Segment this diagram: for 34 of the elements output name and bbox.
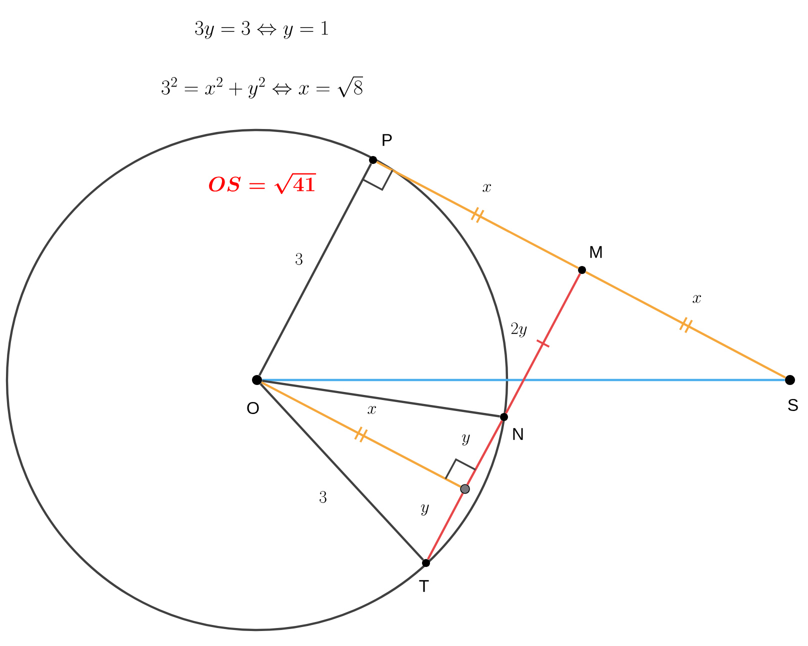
- segment: [262, 380, 500, 418]
- edge-label: $3$: [296, 253, 302, 265]
- edge-label: $x$: [368, 406, 376, 414]
- equation: $3y = 3 \Leftrightarrow y = 1$: [195, 20, 328, 39]
- node-label: N: [513, 428, 523, 440]
- edge-label: $y$: [462, 434, 470, 446]
- segment: [376, 160, 579, 270]
- point: S: [785, 375, 798, 412]
- point: T: [419, 559, 430, 592]
- edge-label: $2y$: [511, 322, 527, 338]
- equation: $3^2 = x^2 + y^2 \Leftrightarrow x = \sqrt{8}$: [162, 76, 363, 98]
- node-label: T: [419, 580, 429, 592]
- edge-label: $x$: [692, 295, 702, 303]
- point: M: [578, 246, 602, 274]
- node-label: O: [247, 402, 259, 414]
- edge-label: $y$: [421, 504, 429, 516]
- segment: [466, 420, 503, 486]
- segment: [261, 381, 462, 488]
- segment: [505, 273, 582, 414]
- node-label: S: [788, 398, 798, 412]
- point: [460, 484, 470, 494]
- segment: [585, 271, 786, 379]
- edge-label: $x$: [482, 184, 492, 192]
- node-label: P: [382, 134, 392, 146]
- point: O: [247, 375, 262, 414]
- segment: [260, 383, 424, 561]
- segment: [262, 378, 785, 382]
- node-label: M: [590, 246, 602, 258]
- point: P: [369, 134, 392, 164]
- length-label: $OS = \sqrt{41}$: [209, 173, 316, 194]
- segment: [427, 492, 464, 560]
- edge-label: $3$: [320, 491, 326, 503]
- segment: [258, 163, 372, 376]
- point: N: [500, 413, 523, 440]
